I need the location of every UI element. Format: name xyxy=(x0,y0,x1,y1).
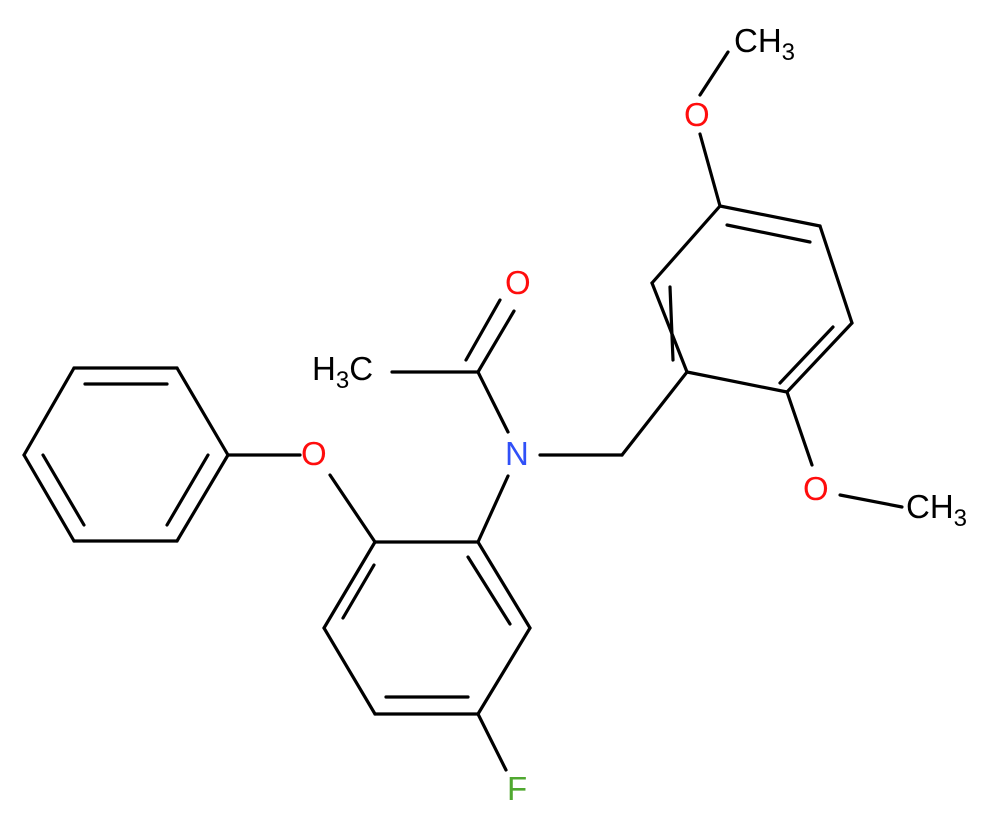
bond xyxy=(718,204,822,228)
bond xyxy=(725,223,812,244)
methyl-group-top: CH3 xyxy=(734,22,795,65)
bond xyxy=(41,453,86,527)
bond xyxy=(620,370,689,457)
bond xyxy=(785,390,814,467)
bond xyxy=(785,321,854,394)
fluorine-atom: F xyxy=(507,770,528,807)
bond xyxy=(698,50,730,97)
bond xyxy=(818,224,854,325)
bond xyxy=(175,453,230,543)
bond xyxy=(476,540,532,630)
bond xyxy=(476,309,516,374)
bond xyxy=(476,626,532,716)
methyl-label: CH xyxy=(734,22,782,59)
bond xyxy=(464,298,502,362)
bond xyxy=(778,325,835,385)
bond xyxy=(685,370,789,394)
bond xyxy=(476,370,510,434)
methyl-label: CH xyxy=(906,488,954,525)
oxygen-atom-right: O xyxy=(803,470,829,507)
bond xyxy=(476,712,508,772)
bond xyxy=(322,540,377,630)
methyl-group-right: CH3 xyxy=(906,488,967,531)
bond xyxy=(328,473,377,544)
oxygen-atom-carbonyl: O xyxy=(505,264,531,301)
methyl-subscript: 3 xyxy=(953,505,968,532)
methyl-group-acetyl: H3C xyxy=(312,350,374,393)
bond xyxy=(322,626,377,716)
bond xyxy=(650,281,689,374)
oxygen-atom-top: O xyxy=(684,96,710,133)
bond xyxy=(668,285,675,362)
methyl-subscript: 3 xyxy=(335,367,350,394)
methyl-h: H xyxy=(312,350,336,387)
bond xyxy=(175,366,230,457)
bond xyxy=(838,493,904,509)
nitrogen-atom: N xyxy=(505,435,529,472)
bond xyxy=(698,132,722,208)
bond xyxy=(341,563,376,620)
methyl-c: C xyxy=(349,350,374,387)
bond xyxy=(22,366,76,457)
oxygen-atom-phenoxy: O xyxy=(301,435,327,472)
bond xyxy=(22,453,76,543)
bond xyxy=(476,474,510,544)
bond xyxy=(466,555,512,626)
bond xyxy=(165,453,210,527)
bond xyxy=(650,204,722,285)
methyl-subscript: 3 xyxy=(781,39,796,66)
